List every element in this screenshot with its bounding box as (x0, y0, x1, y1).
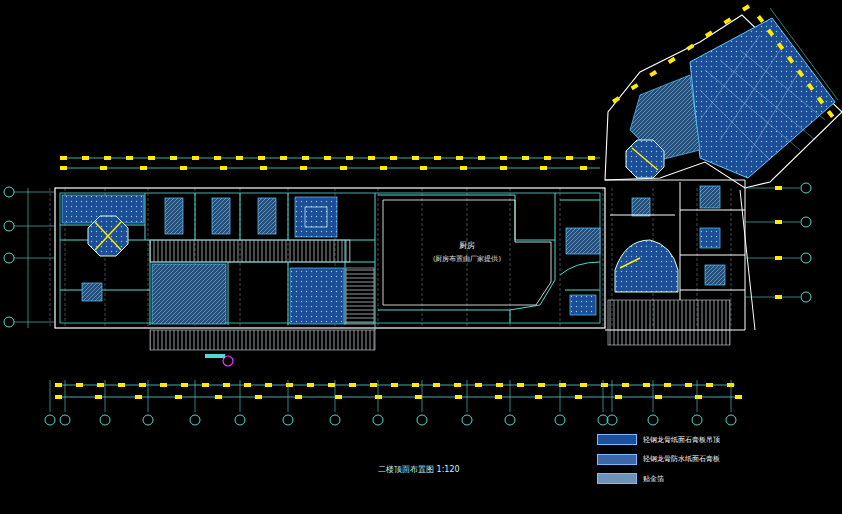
legend-row: 贴金箔 (597, 473, 664, 484)
room-label: 厨房 (459, 240, 475, 251)
legend-text: 轻钢龙骨防水纸面石膏板 (643, 454, 720, 464)
legend-text: 贴金箔 (643, 474, 664, 484)
drawing-title: 二楼顶面布置图 1:120 (378, 464, 460, 475)
room-label: (厨房布置由厂家提供) (433, 255, 501, 264)
legend-swatch (597, 434, 637, 445)
legend-swatch (597, 454, 637, 465)
legend-text: 轻钢龙骨纸面石膏板吊顶 (643, 435, 720, 445)
room-area: 厨房 (厨房布置由厂家提供) (383, 200, 551, 304)
legend-swatch (597, 473, 637, 484)
legend-row: 轻钢龙骨防水纸面石膏板 (597, 454, 720, 465)
legend-row: 轻钢龙骨纸面石膏板吊顶 (597, 434, 720, 445)
